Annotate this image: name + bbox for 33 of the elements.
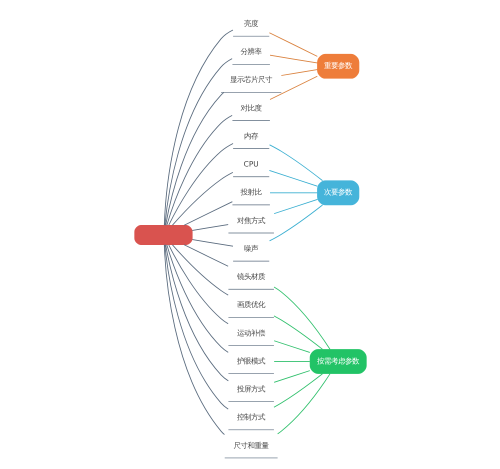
connector bbox=[273, 370, 310, 382]
connector bbox=[280, 68, 318, 76]
connector bbox=[191, 238, 233, 246]
connector bbox=[269, 192, 318, 193]
connector bbox=[168, 244, 228, 324]
connector bbox=[164, 92, 224, 226]
connector bbox=[164, 244, 228, 381]
connector bbox=[163, 244, 224, 434]
connector bbox=[268, 32, 318, 56]
connector bbox=[273, 340, 310, 352]
connector bbox=[268, 170, 318, 186]
connector bbox=[268, 144, 322, 181]
connector bbox=[164, 58, 232, 226]
connector bbox=[273, 360, 310, 362]
connector bbox=[273, 314, 322, 350]
connector bbox=[164, 244, 228, 410]
connector bbox=[168, 142, 233, 225]
connector bbox=[166, 114, 232, 225]
connector bbox=[172, 171, 233, 226]
connector bbox=[273, 198, 318, 214]
connector bbox=[273, 286, 330, 350]
connector bbox=[269, 75, 318, 100]
connector bbox=[268, 204, 322, 241]
connector bbox=[191, 224, 228, 230]
node-box bbox=[134, 224, 192, 245]
connector bbox=[183, 200, 232, 226]
connector bbox=[172, 244, 228, 296]
connector bbox=[166, 244, 228, 352]
connector bbox=[183, 244, 228, 266]
connector bbox=[269, 54, 318, 63]
connector bbox=[163, 29, 233, 226]
connector bbox=[273, 372, 322, 408]
connector bbox=[276, 372, 330, 434]
